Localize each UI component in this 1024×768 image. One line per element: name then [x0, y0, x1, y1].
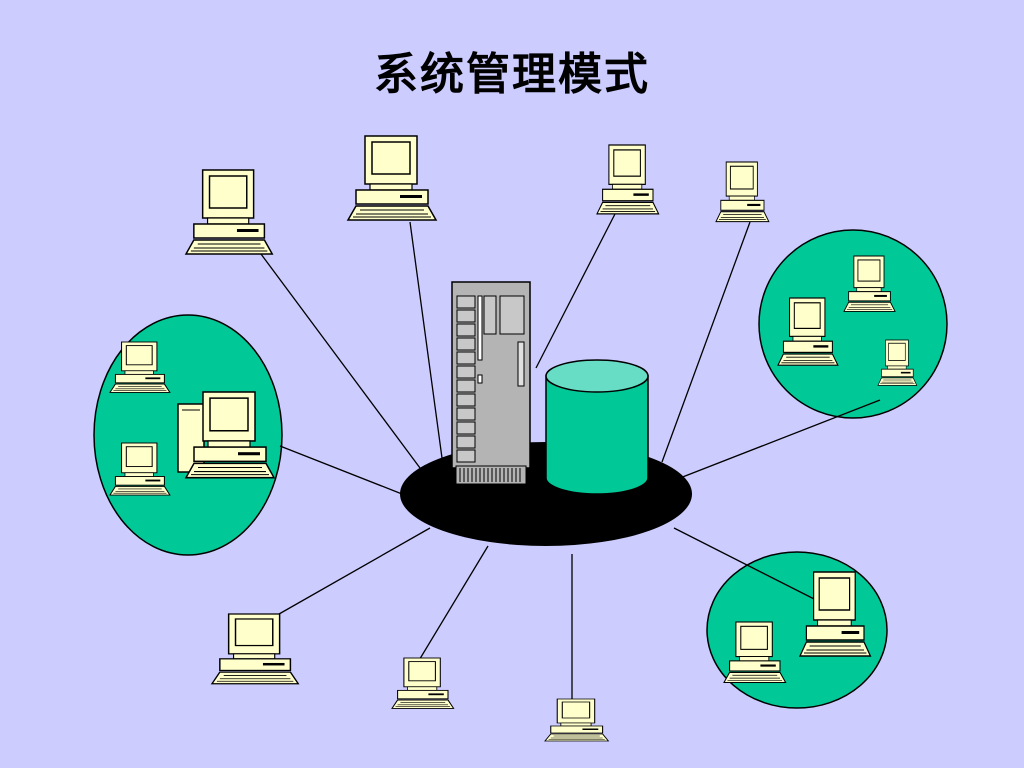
- lan-group-left: [109, 341, 275, 496]
- connection-lines: [257, 211, 881, 706]
- link-lan-right: [679, 399, 881, 479]
- link-top-right-1: [535, 211, 617, 369]
- link-top-center: [409, 221, 443, 459]
- slide-title: 系统管理模式: [374, 49, 650, 100]
- link-top-left: [257, 249, 421, 469]
- server-tower-icon: [451, 281, 531, 485]
- link-top-right-2: [661, 221, 751, 463]
- workstation-top-left: [185, 169, 273, 255]
- workstation-top-right-2: [715, 161, 770, 223]
- workstation-top-right-1: [596, 144, 660, 215]
- workstation-bottom-center-left: [391, 657, 455, 709]
- link-bottom-left: [264, 527, 431, 623]
- workstation-bottom-center: [544, 698, 609, 742]
- workstation-top-center: [347, 135, 437, 221]
- workstation-bottom-left: [211, 613, 299, 685]
- database-cylinder-icon: [545, 359, 649, 495]
- link-bottom-center-left: [417, 545, 489, 663]
- lan-group-right-ellipse: [758, 229, 948, 419]
- link-lan-bottom-right: [673, 527, 825, 605]
- link-lan-left: [279, 445, 403, 495]
